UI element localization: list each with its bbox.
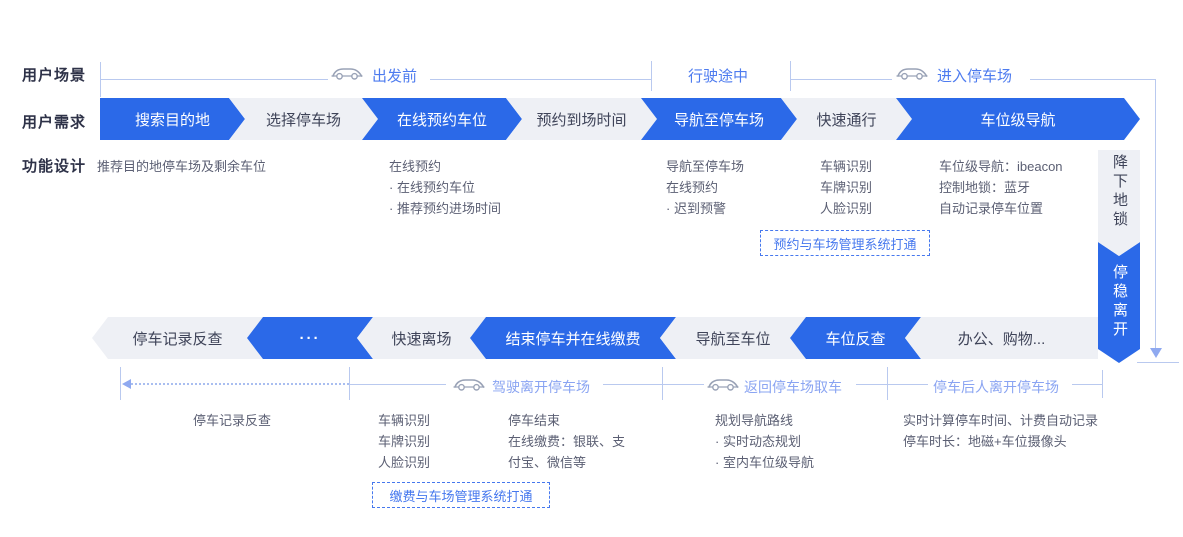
timeline-line <box>790 79 892 80</box>
step-space-level-navigation: 车位级导航 <box>896 98 1140 140</box>
timeline-line <box>603 384 704 385</box>
step-lower-ground-lock: 降下地锁 <box>1098 150 1140 256</box>
feature-col-record-lookup: 停车记录反查 <box>193 413 272 428</box>
timeline-tick <box>349 367 350 400</box>
timeline-tick <box>790 61 791 91</box>
timeline-dotted-line <box>131 383 349 385</box>
feature-col-destination: 推荐目的地停车场及剩余车位 <box>97 159 267 174</box>
note-payment-system: 缴费与车场管理系统打通 <box>372 482 550 508</box>
feature-col-online-reserve: 在线预约 · 在线预约车位 · 推荐预约进场时间 <box>389 159 501 216</box>
timeline-tick <box>651 61 652 91</box>
timeline-line <box>1072 384 1102 385</box>
scenario-before-departure: 出发前 <box>372 68 418 85</box>
step-fast-pass: 快速通行 <box>781 98 912 140</box>
step-online-reserve-space: 在线预约车位 <box>362 98 522 140</box>
timeline-line <box>349 384 446 385</box>
car-icon <box>895 65 929 86</box>
car-icon <box>330 65 364 86</box>
car-icon <box>452 376 486 397</box>
step-navigate-to-lot: 导航至停车场 <box>641 98 797 140</box>
scenario-leave-after-parking: 停车后人离开停车场 <box>933 379 1059 395</box>
feature-col-navigation: 导航至停车场 在线预约 · 迟到预警 <box>666 159 745 216</box>
step-office-shopping: 办公、购物... <box>905 317 1098 359</box>
note-reservation-system: 预约与车场管理系统打通 <box>760 230 930 256</box>
feature-col-recognition-exit: 车辆识别 车牌识别 人脸识别 <box>378 413 431 470</box>
step-choose-parking-lot: 选择停车场 <box>229 98 378 140</box>
feature-col-billing: 实时计算停车时间、计费自动记录 停车时长：地磁+车位摄像头 <box>903 413 1099 449</box>
timeline-tick <box>1102 370 1103 398</box>
timeline-line <box>1030 79 1156 80</box>
step-ellipsis: ··· <box>247 317 373 359</box>
timeline-tick <box>662 367 663 400</box>
step-reserve-arrival-time: 预约到场时间 <box>506 98 657 140</box>
step-space-lookup: 车位反查 <box>790 317 921 359</box>
step-parking-record-lookup: 停车记录反查 <box>92 317 263 359</box>
step-search-destination: 搜索目的地 <box>100 98 245 140</box>
timeline-drop-line <box>1155 79 1156 352</box>
timeline-line <box>100 79 328 80</box>
row-label-user-scenario: 用户场景 <box>22 67 87 84</box>
feature-col-space-nav: 车位级导航：ibeacon 控制地锁：蓝牙 自动记录停车位置 <box>939 159 1063 216</box>
scenario-return-for-car: 返回停车场取车 <box>744 379 842 395</box>
arrow-left-icon <box>122 379 131 389</box>
step-fast-exit: 快速离场 <box>357 317 486 359</box>
timeline-line <box>856 384 928 385</box>
timeline-end-tick <box>1137 362 1179 363</box>
scenario-on-the-way: 行驶途中 <box>688 68 749 85</box>
feature-col-payment: 停车结束 在线缴费：银联、支 付宝、微信等 <box>508 413 626 470</box>
feature-col-recognition-entry: 车辆识别 车牌识别 人脸识别 <box>820 159 873 216</box>
scenario-entering-lot: 进入停车场 <box>937 68 1013 85</box>
timeline-tick <box>120 367 121 400</box>
arrow-down-icon <box>1150 348 1162 358</box>
car-icon <box>706 376 740 397</box>
feature-col-route-planning: 规划导航路线 · 实时动态规划 · 室内车位级导航 <box>715 413 814 470</box>
step-end-parking-online-pay: 结束停车并在线缴费 <box>470 317 676 359</box>
scenario-drive-out: 驾驶离开停车场 <box>492 379 590 395</box>
timeline-line <box>430 79 651 80</box>
step-navigate-to-space: 导航至车位 <box>660 317 806 359</box>
timeline-tick <box>887 367 888 400</box>
step-stop-and-leave: 停稳离开 <box>1098 242 1140 363</box>
row-label-user-needs: 用户需求 <box>22 114 87 131</box>
row-label-func-design: 功能设计 <box>22 158 87 175</box>
